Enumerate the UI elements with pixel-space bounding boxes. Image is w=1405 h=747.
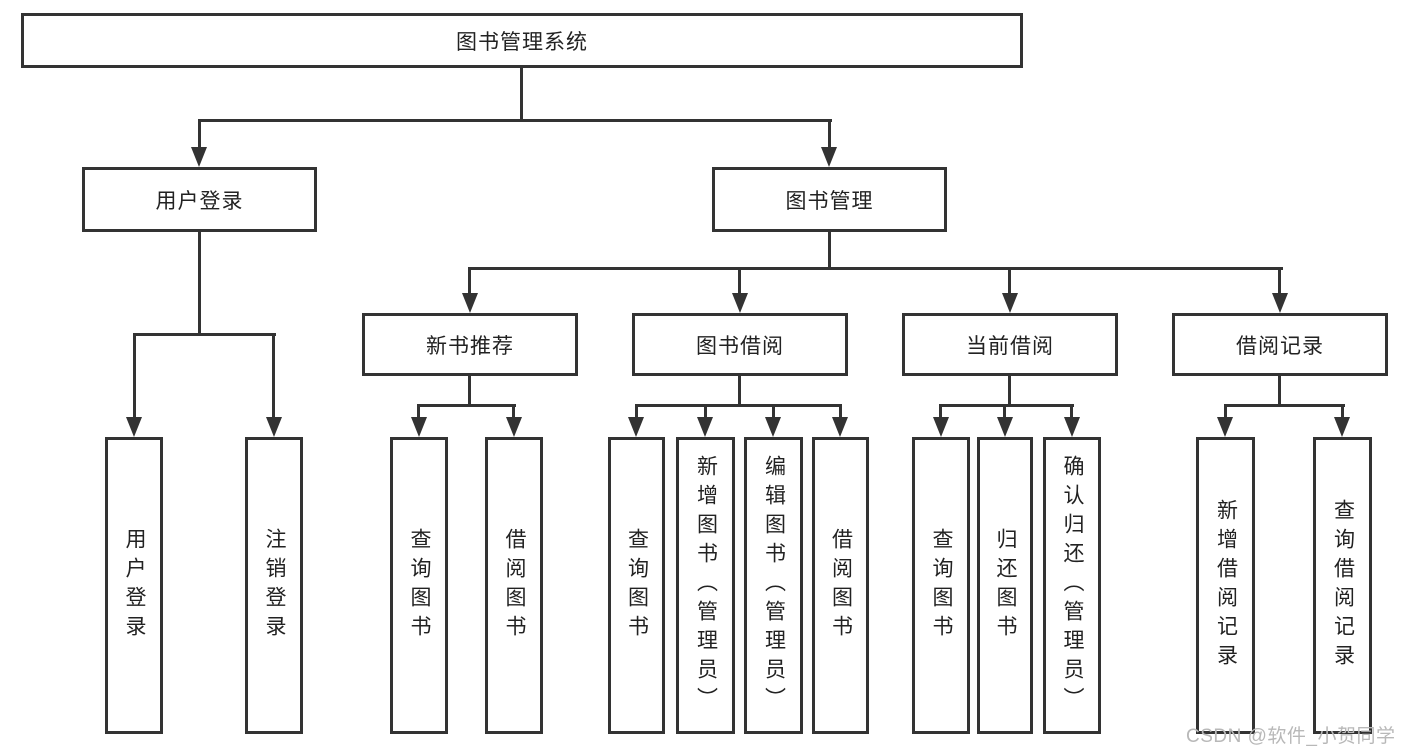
leaf-borrow-books-recommend: 借阅图书 xyxy=(485,437,543,734)
leaf-edit-books-admin: 编辑图书（管理员） xyxy=(744,437,803,734)
node-new-book-recommend: 新书推荐 xyxy=(362,313,578,376)
leaf-borrow-books-label: 借阅图书 xyxy=(829,527,853,644)
connector-line xyxy=(828,230,831,270)
node-user-login-label: 用户登录 xyxy=(155,189,244,213)
connector-line xyxy=(512,404,515,419)
connector-line xyxy=(417,404,420,419)
csdn-watermark: CSDN @软件_小贺同学 xyxy=(1186,726,1396,747)
connector-line xyxy=(198,119,832,122)
leaf-return-books-label: 归还图书 xyxy=(994,527,1017,644)
connector-line xyxy=(738,267,741,295)
connector-line xyxy=(133,333,136,419)
arrowhead-icon xyxy=(821,147,837,167)
node-book-management-label: 图书管理 xyxy=(785,189,874,213)
arrowhead-icon xyxy=(191,147,207,167)
leaf-add-borrow-record: 新增借阅记录 xyxy=(1196,437,1255,734)
leaf-user-login: 用户登录 xyxy=(105,437,163,734)
connector-line xyxy=(1278,267,1281,295)
arrowhead-icon xyxy=(832,417,848,437)
leaf-edit-books-admin-label: 编辑图书（管理员） xyxy=(762,455,786,716)
connector-line xyxy=(738,374,741,407)
arrowhead-icon xyxy=(1002,293,1018,313)
leaf-query-borrow-record: 查询借阅记录 xyxy=(1313,437,1372,734)
arrowhead-icon xyxy=(1272,293,1288,313)
leaf-return-books: 归还图书 xyxy=(977,437,1033,734)
leaf-query-books-borrow-label: 查询图书 xyxy=(625,527,649,644)
leaf-query-borrow-record-label: 查询借阅记录 xyxy=(1331,498,1355,673)
connector-line xyxy=(520,66,523,122)
connector-line xyxy=(1224,404,1227,419)
connector-line xyxy=(1070,404,1073,419)
leaf-add-books-admin: 新增图书（管理员） xyxy=(676,437,735,734)
node-book-borrow: 图书借阅 xyxy=(632,313,848,376)
leaf-logout: 注销登录 xyxy=(245,437,303,734)
connector-line xyxy=(198,119,201,149)
arrowhead-icon xyxy=(1064,417,1080,437)
leaf-query-books-current-label: 查询图书 xyxy=(930,527,953,644)
connector-line xyxy=(635,404,638,419)
arrowhead-icon xyxy=(997,417,1013,437)
connector-line xyxy=(469,267,1283,270)
arrowhead-icon xyxy=(697,417,713,437)
node-book-borrow-label: 图书借阅 xyxy=(696,334,784,358)
connector-line xyxy=(1224,404,1345,407)
connector-line xyxy=(198,230,201,336)
leaf-borrow-books-recommend-label: 借阅图书 xyxy=(503,527,526,644)
leaf-user-login-label: 用户登录 xyxy=(123,527,146,644)
connector-line xyxy=(1341,404,1344,419)
arrowhead-icon xyxy=(732,293,748,313)
arrowhead-icon xyxy=(765,417,781,437)
arrowhead-icon xyxy=(1334,417,1350,437)
node-borrow-records: 借阅记录 xyxy=(1172,313,1388,376)
leaf-add-borrow-record-label: 新增借阅记录 xyxy=(1214,498,1238,673)
node-borrow-records-label: 借阅记录 xyxy=(1236,334,1324,358)
connector-line xyxy=(1003,404,1006,419)
arrowhead-icon xyxy=(266,417,282,437)
connector-line xyxy=(133,333,276,336)
leaf-query-books-borrow: 查询图书 xyxy=(608,437,665,734)
arrowhead-icon xyxy=(506,417,522,437)
connector-line xyxy=(772,404,775,419)
arrowhead-icon xyxy=(462,293,478,313)
node-user-login: 用户登录 xyxy=(82,167,317,232)
connector-line xyxy=(1278,374,1281,407)
leaf-logout-label: 注销登录 xyxy=(263,527,286,644)
node-current-borrow: 当前借阅 xyxy=(902,313,1118,376)
connector-line xyxy=(1008,374,1011,407)
node-book-management: 图书管理 xyxy=(712,167,947,232)
leaf-borrow-books: 借阅图书 xyxy=(812,437,869,734)
connector-line xyxy=(839,404,842,419)
connector-line xyxy=(272,333,275,419)
leaf-confirm-return-admin: 确认归还（管理员） xyxy=(1043,437,1101,734)
arrowhead-icon xyxy=(933,417,949,437)
node-current-borrow-label: 当前借阅 xyxy=(966,334,1054,358)
connector-line xyxy=(635,404,842,407)
connector-line xyxy=(939,404,942,419)
node-root: 图书管理系统 xyxy=(21,13,1023,68)
connector-line xyxy=(418,404,516,407)
connector-line xyxy=(468,267,471,295)
node-new-book-recommend-label: 新书推荐 xyxy=(426,334,514,358)
leaf-query-books-current: 查询图书 xyxy=(912,437,970,734)
connector-line xyxy=(1008,267,1011,295)
leaf-query-books-recommend: 查询图书 xyxy=(390,437,448,734)
connector-line xyxy=(939,404,1074,407)
connector-line xyxy=(704,404,707,419)
connector-line xyxy=(468,374,471,407)
node-root-label: 图书管理系统 xyxy=(456,30,588,54)
leaf-add-books-admin-label: 新增图书（管理员） xyxy=(694,455,718,716)
arrowhead-icon xyxy=(126,417,142,437)
connector-line xyxy=(828,119,831,149)
leaf-confirm-return-admin-label: 确认归还（管理员） xyxy=(1061,455,1084,716)
arrowhead-icon xyxy=(628,417,644,437)
arrowhead-icon xyxy=(1217,417,1233,437)
arrowhead-icon xyxy=(411,417,427,437)
leaf-query-books-recommend-label: 查询图书 xyxy=(408,527,431,644)
